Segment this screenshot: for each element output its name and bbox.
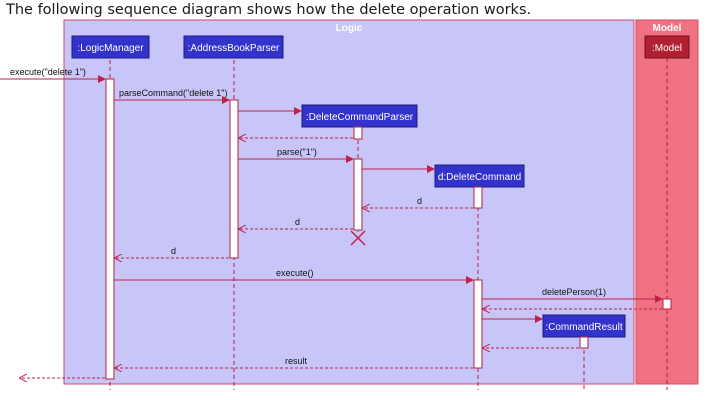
participant-delete-parser-label: :DeleteCommandParser — [306, 112, 414, 123]
participant-parser: :AddressBookParser — [183, 35, 284, 59]
message-delete-person-label: deletePerson(1) — [542, 287, 606, 297]
message-execute-label: execute() — [276, 268, 314, 278]
message-delete-person: deletePerson(1) — [482, 287, 663, 303]
message-result-label: result — [285, 356, 308, 366]
participant-command-result: :CommandResult — [542, 314, 626, 338]
activation-command-result — [579, 336, 589, 349]
message-execute: execute() — [114, 268, 474, 284]
message-parse-label: parse("1") — [277, 147, 317, 157]
destroy-mark — [350, 230, 366, 246]
message-return-d-2-label: d — [295, 217, 300, 227]
message-return-d-3: d — [115, 246, 229, 258]
activation-delete-command-1 — [473, 186, 483, 209]
participant-logic-manager-label: :LogicManager — [77, 43, 144, 54]
message-result: result — [115, 356, 473, 368]
message-return-d-1-label: d — [417, 196, 422, 206]
participant-delete-command-label: d:DeleteCommand — [438, 172, 521, 183]
participant-delete-parser: :DeleteCommandParser — [301, 104, 418, 128]
model-frame-title: Model — [653, 23, 682, 34]
message-parse-command-label: parseCommand("delete 1") — [119, 88, 227, 98]
activation-parser — [229, 99, 239, 259]
message-execute-delete: execute("delete 1") — [0, 67, 106, 83]
participant-model-label: :Model — [652, 43, 682, 54]
participant-delete-command: d:DeleteCommand — [434, 164, 525, 188]
activation-delete-parser-2 — [353, 158, 363, 231]
participant-parser-label: :AddressBookParser — [188, 43, 280, 54]
message-parse-command: parseCommand("delete 1") — [114, 88, 230, 104]
diagram-caption: The following sequence diagram shows how… — [6, 2, 532, 18]
participant-model: :Model — [644, 35, 690, 59]
activation-model — [662, 298, 672, 310]
message-parse: parse("1") — [238, 147, 354, 163]
message-execute-delete-label: execute("delete 1") — [10, 67, 86, 77]
activation-delete-command-2 — [473, 279, 483, 369]
participant-logic-manager: :LogicManager — [71, 35, 150, 59]
message-return-d-2: d — [239, 217, 353, 229]
activation-delete-parser-1 — [353, 126, 363, 140]
logic-frame-title: Logic — [336, 23, 363, 34]
message-return-d-3-label: d — [171, 246, 176, 256]
message-return-d-1: d — [363, 196, 473, 208]
activation-logic-manager — [105, 78, 115, 380]
logic-frame — [63, 19, 635, 385]
participant-command-result-label: :CommandResult — [545, 322, 622, 333]
